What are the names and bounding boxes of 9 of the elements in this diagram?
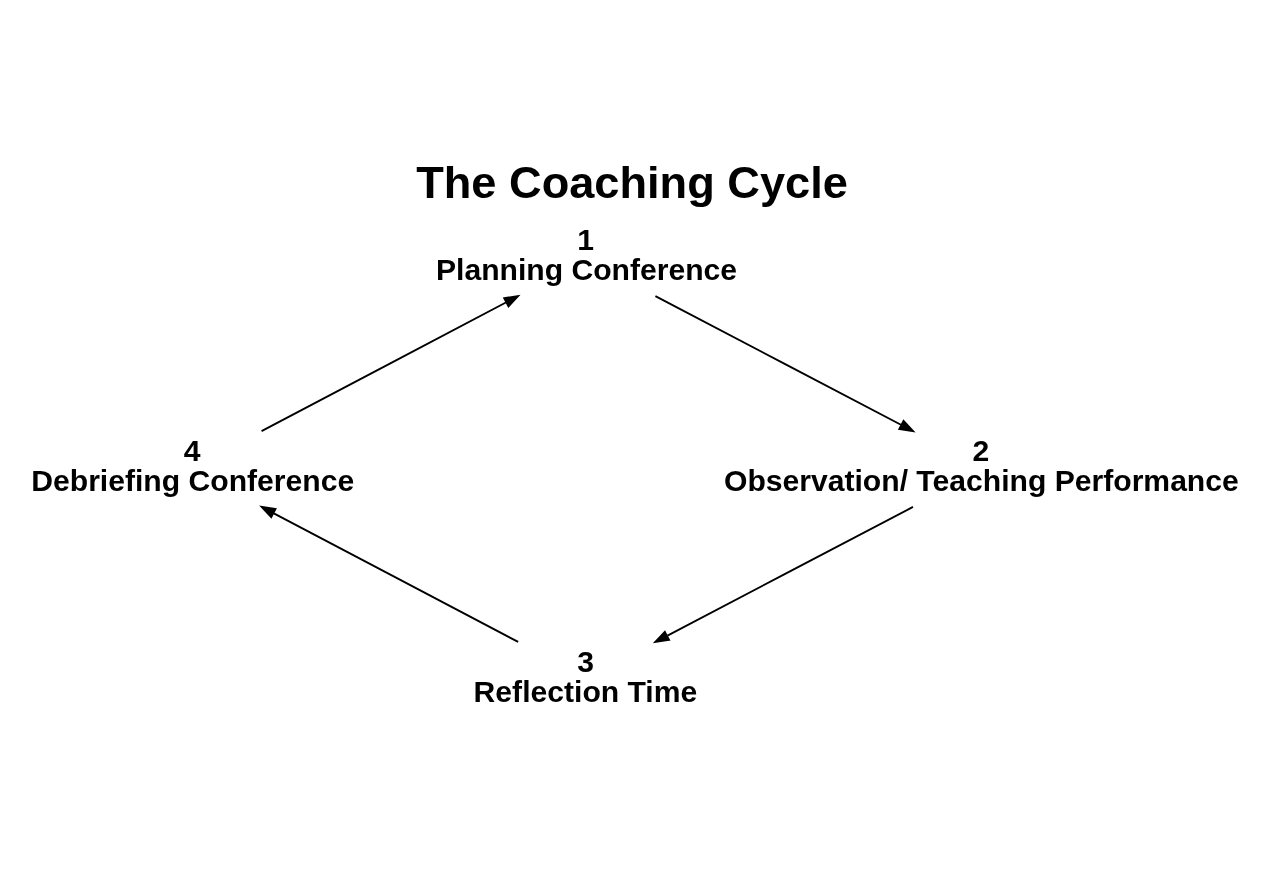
arrow [259, 505, 520, 643]
arrow [654, 295, 916, 433]
node-text: 1 Planning Conference [435, 223, 738, 287]
node-text: 2 Observation/ Teaching Performance [723, 434, 1239, 498]
arrow [652, 506, 914, 644]
node-text: 4 Debriefing Conference [31, 434, 355, 498]
diagram-title: The Coaching Cycle [416, 157, 848, 209]
arrow [260, 294, 521, 433]
node-text: 3 Reflection Time [473, 644, 698, 709]
